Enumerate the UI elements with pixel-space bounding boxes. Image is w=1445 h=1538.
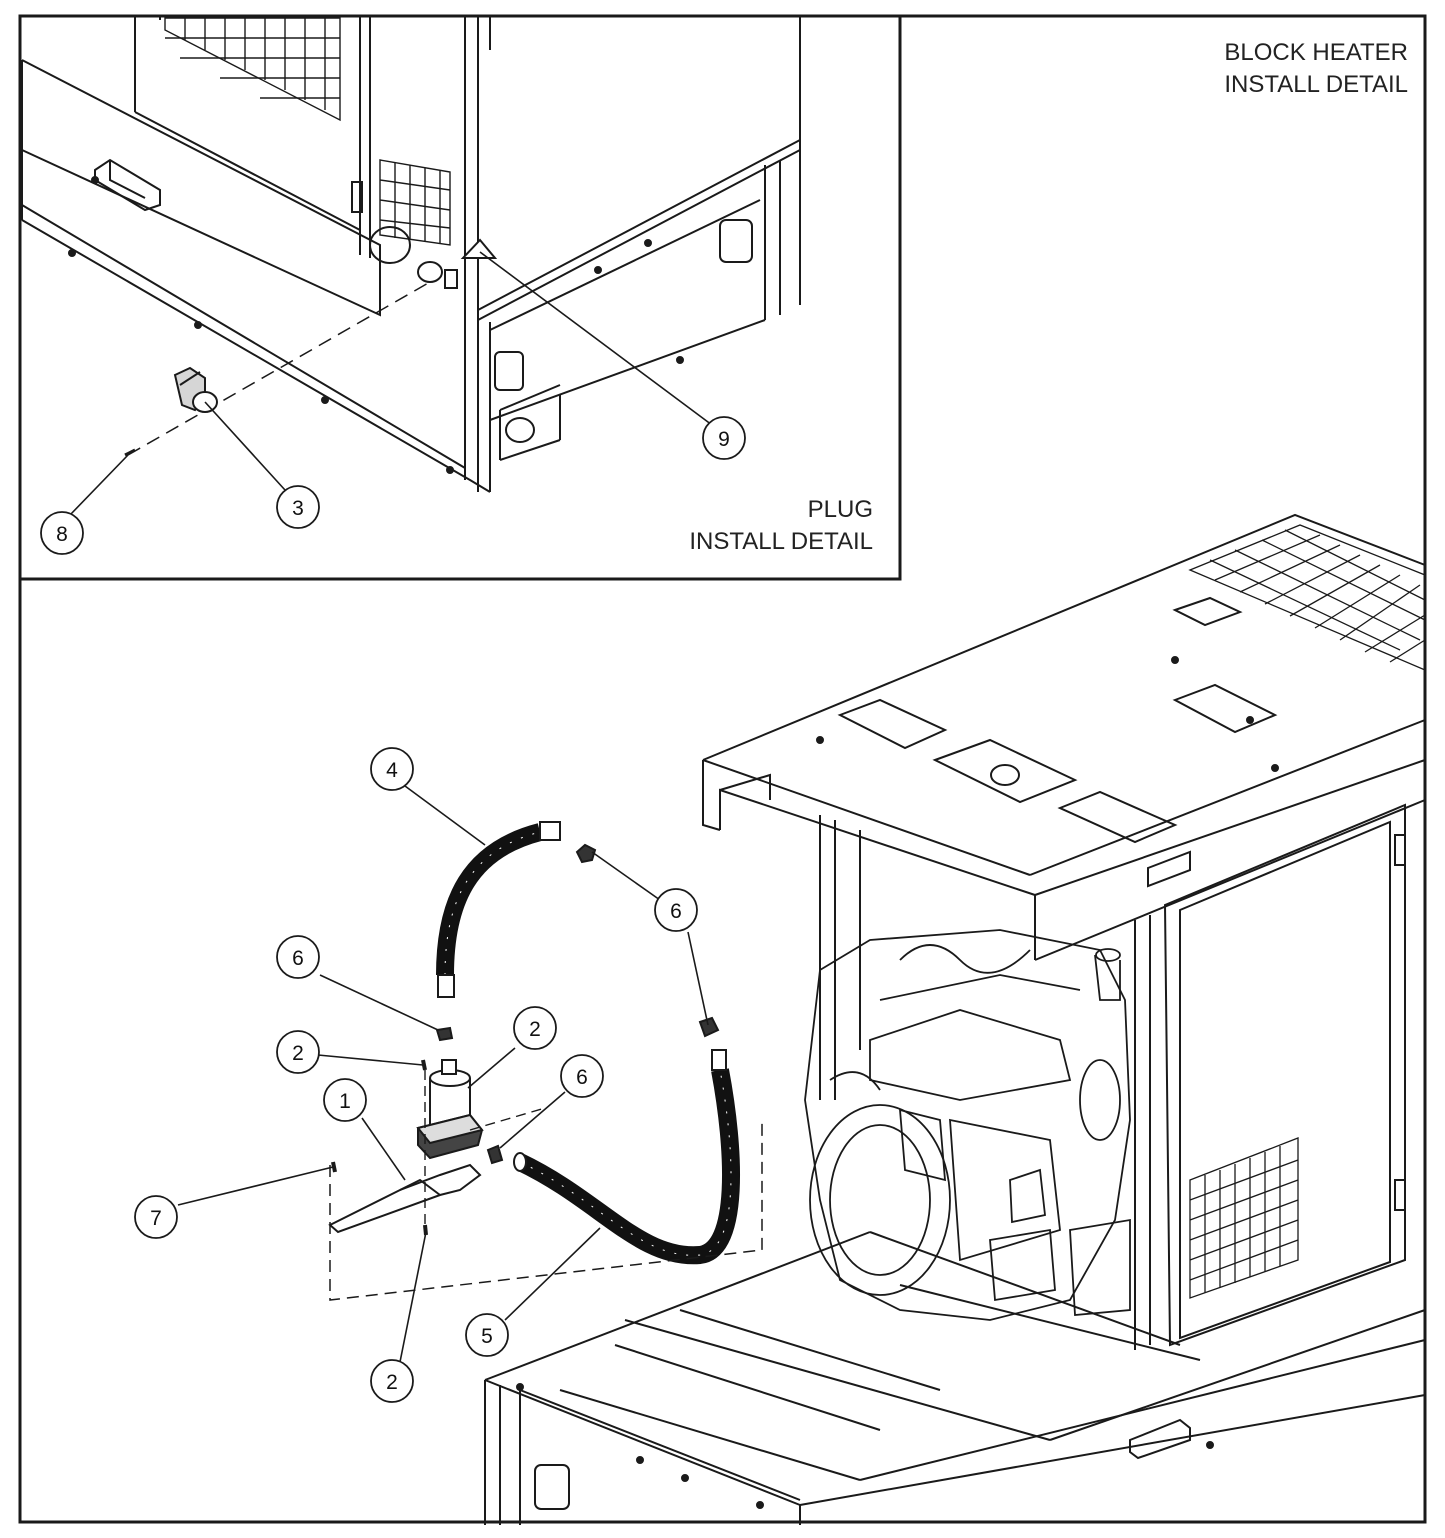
callout-2-bottom: 2 <box>370 1359 414 1403</box>
callout-1: 1 <box>323 1078 367 1122</box>
callout-3: 3 <box>276 485 320 529</box>
block-heater-label-line2: INSTALL DETAIL <box>1224 71 1408 98</box>
plug-label-line1: PLUG <box>808 496 873 523</box>
block-heater-label-line1: BLOCK HEATER <box>1224 39 1408 66</box>
callout-9-number: 9 <box>718 428 730 451</box>
top-grille <box>164 17 341 122</box>
outer-frame <box>18 14 1427 1524</box>
callout-6-left-number: 6 <box>292 947 304 970</box>
callout-6-lower: 6 <box>560 1054 604 1098</box>
callout-4: 4 <box>370 747 414 791</box>
callout-7-number: 7 <box>150 1207 162 1230</box>
callout-3-number: 3 <box>292 497 304 520</box>
door-grille <box>1189 1137 1299 1299</box>
plug-install-inset <box>18 14 902 581</box>
heater-body <box>416 1059 484 1160</box>
roof-grille <box>1188 524 1426 671</box>
callout-7: 7 <box>134 1195 178 1239</box>
side-grille <box>379 159 451 246</box>
callout-9: 9 <box>702 416 746 460</box>
callout-2-right: 2 <box>513 1006 557 1050</box>
callout-2-right-number: 2 <box>529 1018 541 1041</box>
plug-label-line2: INSTALL DETAIL <box>689 528 873 555</box>
callout-2-bottom-number: 2 <box>386 1371 398 1394</box>
callout-5: 5 <box>465 1313 509 1357</box>
engine <box>804 929 1131 1321</box>
callout-6-top-right-number: 6 <box>670 900 682 923</box>
callout-1-number: 1 <box>339 1090 351 1113</box>
callout-6-top-right: 6 <box>654 888 698 932</box>
main-leaders <box>177 785 709 1363</box>
callout-8: 8 <box>40 511 84 555</box>
hose-lower <box>516 1068 740 1265</box>
plug-part <box>173 366 218 413</box>
callout-8-number: 8 <box>56 523 68 546</box>
inset-frame <box>18 14 902 581</box>
inset-leaders <box>69 251 713 516</box>
mounting-bracket <box>328 1163 482 1234</box>
heater-alignment-box <box>329 1120 763 1301</box>
callout-balloons: 8 3 9 4 6 6 2 2 <box>40 416 746 1403</box>
detail-labels: BLOCK HEATER INSTALL DETAIL PLUG INSTALL… <box>689 39 1408 555</box>
hose-upper <box>436 823 543 976</box>
block-heater-assembly <box>328 821 763 1301</box>
callout-5-number: 5 <box>481 1325 493 1348</box>
callout-4-number: 4 <box>386 759 398 782</box>
plug-alignment-line <box>127 281 431 456</box>
callout-6-left: 6 <box>276 935 320 979</box>
callout-6-lower-number: 6 <box>576 1066 588 1089</box>
callout-2-left-number: 2 <box>292 1042 304 1065</box>
generator-enclosure <box>484 513 1426 1525</box>
callout-2-left: 2 <box>276 1030 320 1074</box>
